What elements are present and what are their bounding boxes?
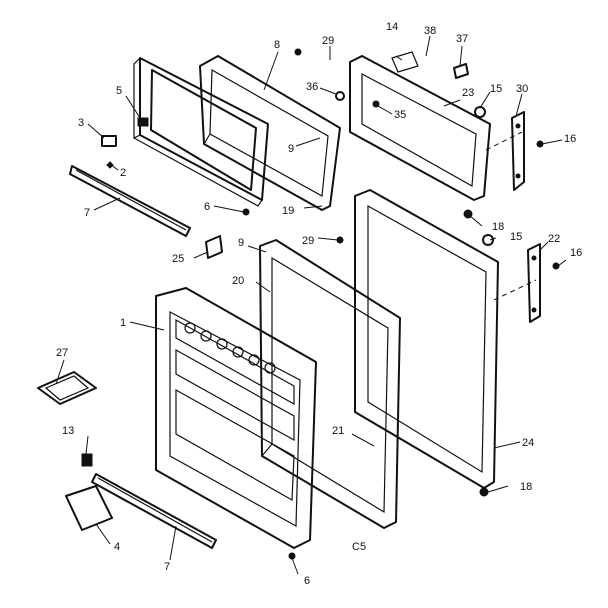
callout-22: 22: [548, 233, 560, 245]
callout-14: 14: [386, 21, 398, 33]
callout-6-upper: 6: [204, 201, 210, 213]
callout-18-lower: 18: [520, 481, 532, 493]
callout-19: 19: [282, 205, 294, 217]
callout-9-lower: 9: [238, 237, 244, 249]
callout-25: 25: [172, 253, 184, 265]
callout-27: 27: [56, 347, 68, 359]
callout-29-lower: 29: [302, 235, 314, 247]
freezer-door-outer: [349, 55, 491, 201]
lower-hinge-bracket: [527, 243, 541, 323]
callout-30: 30: [516, 83, 528, 95]
callout-37: 37: [456, 33, 468, 45]
fresh-food-door-liner: [155, 287, 317, 549]
callout-2: 2: [120, 167, 126, 179]
callout-6-lower: 6: [304, 575, 310, 587]
upper-trim-strip: [69, 165, 191, 237]
fresh-food-door-outer: [354, 189, 499, 489]
callout-23: 23: [462, 87, 474, 99]
callout-1: 1: [120, 317, 126, 329]
leader-lines: [55, 35, 567, 575]
callout-5: 5: [116, 85, 122, 97]
callout-35: 35: [394, 109, 406, 121]
callout-16-lower: 16: [570, 247, 582, 259]
corner-mark: C5: [352, 541, 366, 553]
callout-24: 24: [522, 437, 534, 449]
hinge-alignment-lines: [485, 131, 537, 301]
callout-38: 38: [424, 25, 436, 37]
callout-8: 8: [274, 39, 280, 51]
callout-21: 21: [332, 425, 344, 437]
callout-29-upper: 29: [322, 35, 334, 47]
freezer-gasket: [199, 55, 341, 211]
callout-labels: 1 2 3 4 5 6 6 7 7 8 9 9 13 14 15 15 16 1…: [56, 21, 582, 587]
callout-4: 4: [114, 541, 120, 553]
callout-20: 20: [232, 275, 244, 287]
callout-9-upper: 9: [288, 143, 294, 155]
freezer-door-liner: [133, 57, 269, 207]
callout-15-lower: 15: [510, 231, 522, 243]
lower-trim-strip: [91, 473, 217, 549]
upper-hinge-bracket: [511, 111, 525, 191]
fresh-food-gasket: [259, 239, 401, 529]
callout-15-upper: 15: [490, 83, 502, 95]
small-hardware: [37, 48, 560, 560]
callout-7-upper: 7: [84, 207, 90, 219]
callout-36: 36: [306, 81, 318, 93]
callout-18-upper: 18: [492, 221, 504, 233]
callout-7-lower: 7: [164, 561, 170, 573]
callout-13: 13: [62, 425, 74, 437]
callout-3: 3: [78, 117, 84, 129]
callout-16-upper: 16: [564, 133, 576, 145]
